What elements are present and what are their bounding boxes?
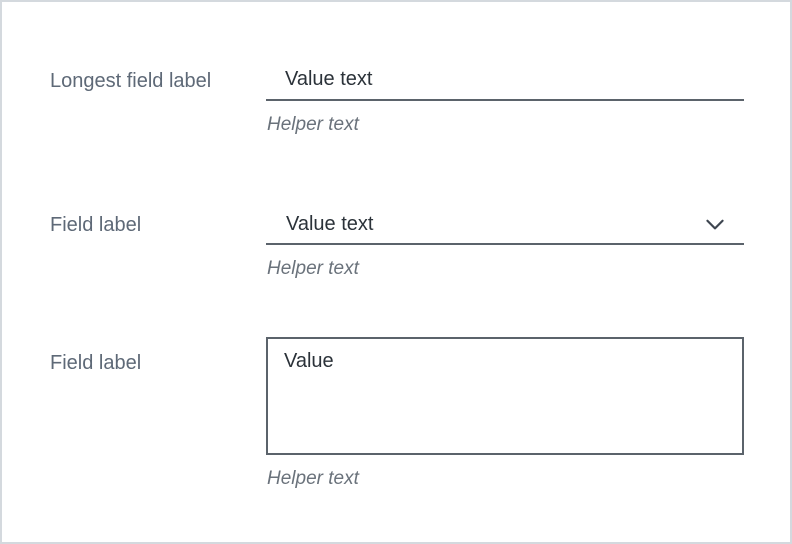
- select-field[interactable]: Value text: [266, 205, 744, 245]
- field-label: Field label: [50, 352, 142, 374]
- field-label: Longest field label: [50, 70, 212, 92]
- field-control: Value Helper text: [266, 337, 744, 492]
- form-field-row-select: Field label Value text Helper text: [50, 205, 790, 282]
- field-group: Longest field label Helper text Field la…: [2, 2, 790, 492]
- form-field-row-text: Longest field label Helper text: [50, 61, 790, 138]
- helper-text: Helper text: [267, 114, 359, 135]
- field-control: Helper text: [266, 61, 744, 138]
- select-value: Value text: [286, 212, 374, 235]
- chevron-down-icon[interactable]: [702, 211, 728, 237]
- helper-text: Helper text: [267, 468, 359, 489]
- textarea-input[interactable]: Value: [266, 337, 744, 455]
- field-control: Value text Helper text: [266, 205, 744, 282]
- field-label: Field label: [50, 214, 142, 236]
- helper-text: Helper text: [267, 258, 359, 279]
- text-input[interactable]: [266, 61, 744, 101]
- form-field-row-textarea: Field label Value Helper text: [50, 337, 790, 492]
